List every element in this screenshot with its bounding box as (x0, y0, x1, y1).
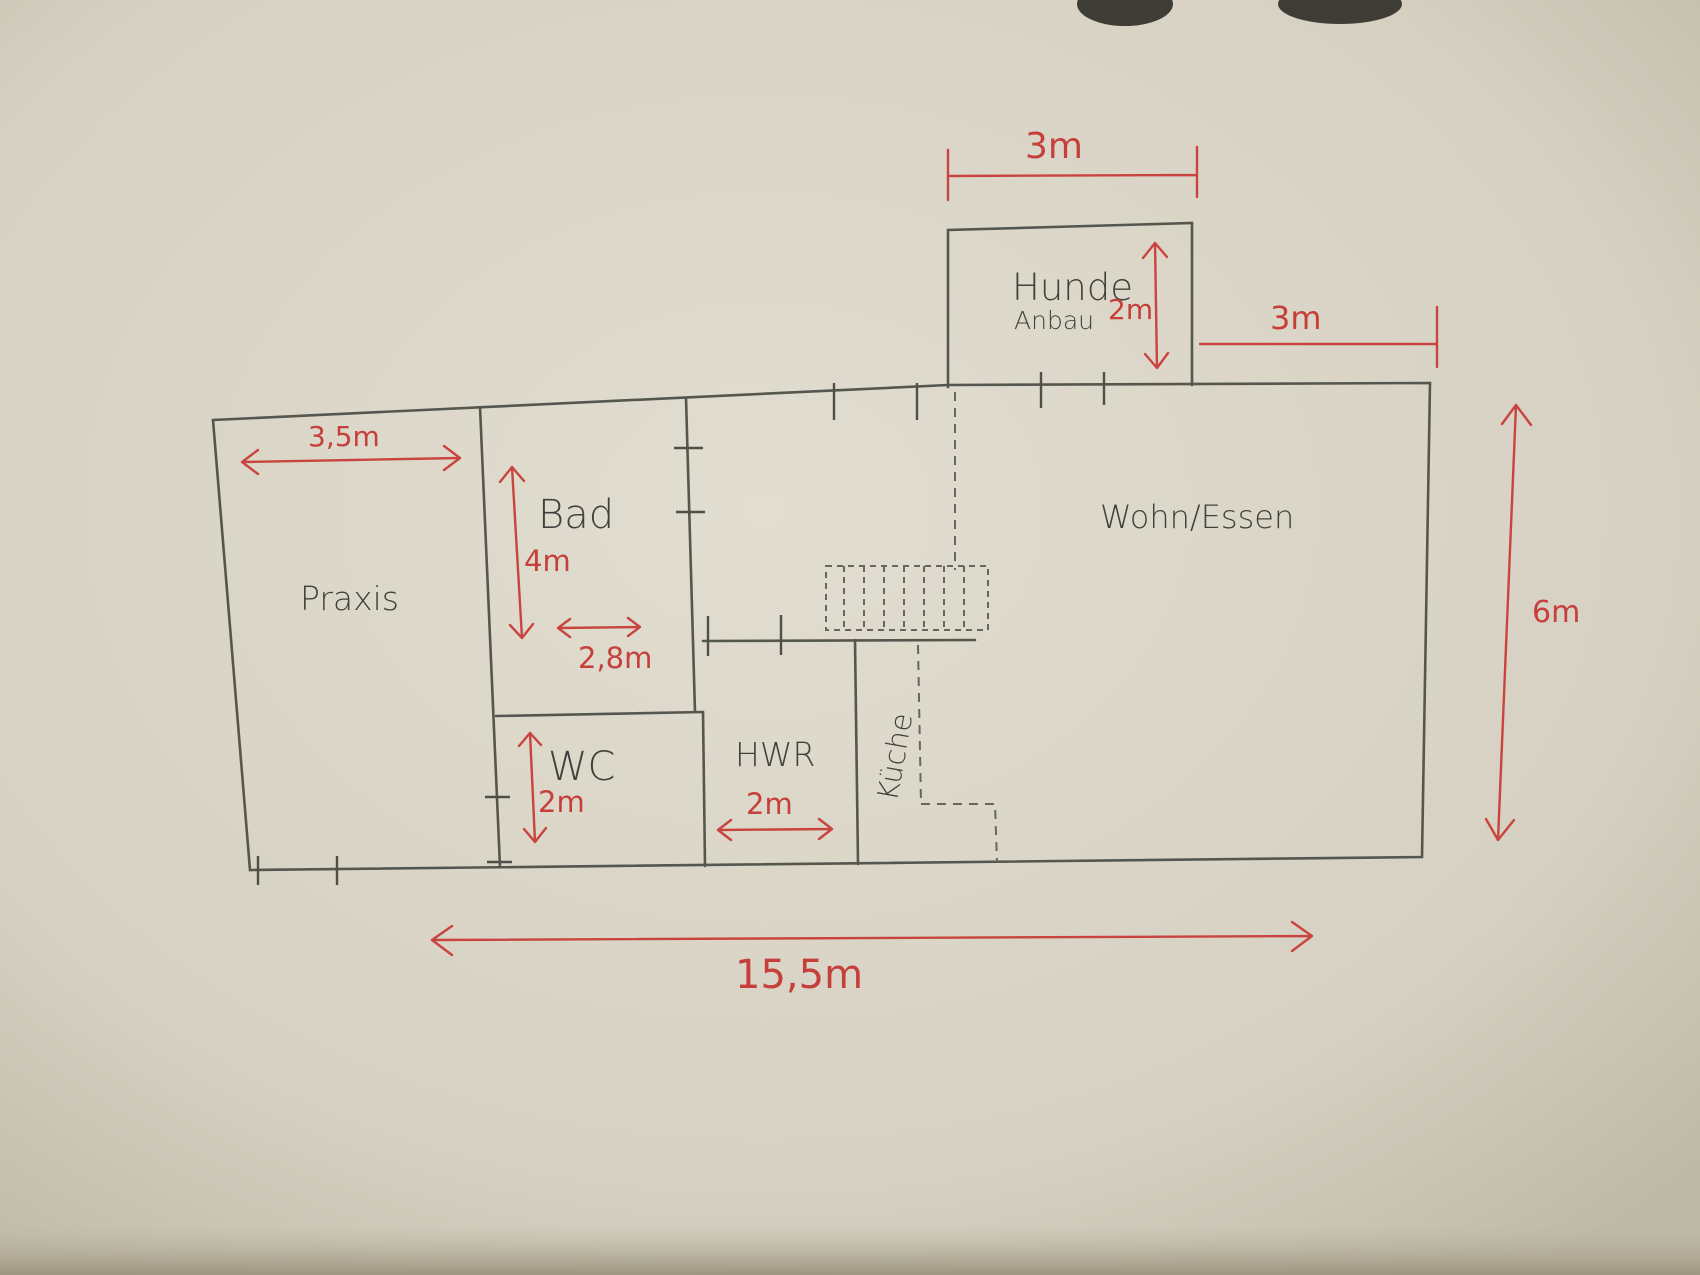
dim-offset-right (1198, 305, 1439, 369)
room-label-praxis: Praxis (300, 579, 399, 618)
dim-hwr-width (716, 817, 834, 842)
walls (211, 221, 1432, 872)
dim-wc-height (517, 731, 548, 844)
dim-label-bad-width: 2,8m (578, 641, 652, 675)
dim-bad-width (556, 616, 642, 639)
main-outline (211, 381, 1432, 872)
dim-label-house-length: 15,5m (735, 952, 863, 998)
room-label-wc: WC (548, 744, 615, 790)
dim-label-anbau-width: 3m (1025, 126, 1083, 167)
dim-label-hwr-width: 2m (746, 787, 793, 821)
room-label-bad: Bad (538, 492, 614, 538)
room-label-hunde: Hunde (1012, 266, 1133, 309)
dim-house-length (430, 920, 1314, 957)
top-shadow-left (1077, 0, 1173, 26)
dim-house-depth (1484, 403, 1533, 842)
dim-anbau-depth (1141, 241, 1170, 370)
room-label-hwr: HWR (735, 735, 815, 774)
dim-praxis-width (240, 444, 462, 476)
door-ticks (256, 372, 1106, 885)
dim-label-offset-right: 3m (1270, 299, 1322, 337)
wall-bad-corridor (684, 396, 697, 714)
dim-label-anbau-depth: 2m (1108, 293, 1153, 326)
wall-praxis-bad (478, 405, 502, 869)
room-label-anbau: Anbau (1014, 306, 1094, 335)
wall-bad-wc (494, 710, 705, 718)
dim-label-bad-height: 4m (524, 544, 571, 578)
dashed-lines (917, 392, 998, 863)
paper-bottom-edge (0, 1225, 1700, 1275)
wall-hwr-top (701, 638, 977, 643)
dim-label-praxis-width: 3,5m (308, 420, 380, 453)
wall-hwr-kueche (853, 638, 860, 866)
dim-anbau-width (946, 145, 1199, 202)
staircase (825, 565, 989, 631)
dim-bad-height (498, 465, 535, 640)
top-shadow-right (1278, 0, 1402, 24)
dimension-lines (240, 145, 1533, 957)
dim-label-wc-height: 2m (538, 785, 585, 819)
room-label-wohn-essen: Wohn/Essen (1100, 498, 1294, 536)
wall-wc-hwr (701, 710, 707, 868)
anbau-outline (946, 221, 1194, 389)
dim-label-house-depth: 6m (1532, 595, 1580, 630)
